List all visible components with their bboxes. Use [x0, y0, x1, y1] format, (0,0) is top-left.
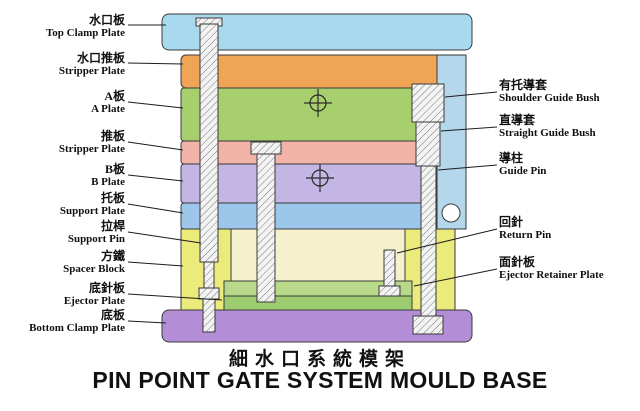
- leader-line: [444, 91, 498, 98]
- label-straight-guide-bush-en: Straight Guide Bush: [499, 127, 596, 139]
- label-ejector-retainer-plate-cn: 面針板: [499, 255, 536, 269]
- label-bottom-clamp-plate-cn: 底板: [100, 308, 125, 322]
- leader-line: [127, 101, 184, 109]
- guide-pin-nut: [412, 315, 444, 335]
- label-ejector-plate: 底針板 Ejector Plate: [0, 282, 125, 308]
- label-straight-guide-bush: 直導套 Straight Guide Bush: [499, 114, 639, 140]
- support-pin-tip: [203, 261, 215, 291]
- label-guide-pin-en: Guide Pin: [499, 165, 547, 177]
- label-shoulder-guide-bush: 有托導套 Shoulder Guide Bush: [499, 79, 639, 105]
- label-ejector-retainer-plate: 面針板 Ejector Retainer Plate: [499, 256, 639, 282]
- label-a-plate-cn: A板: [104, 89, 125, 103]
- center-guide-pin: [250, 141, 282, 303]
- mould-section-diagram: [127, 13, 498, 343]
- crosshair-symbols: [304, 89, 334, 192]
- label-spacer-block-en: Spacer Block: [63, 263, 125, 275]
- label-ejector-plate-en: Ejector Plate: [63, 295, 125, 307]
- label-stripper-plate-top: 水口推板 Stripper Plate: [0, 52, 125, 78]
- leader-line: [127, 62, 184, 65]
- leader-line: [413, 268, 498, 287]
- label-return-pin: 回針 Return Pin: [499, 216, 639, 242]
- label-support-pin-cn: 拉桿: [100, 219, 125, 233]
- leader-line: [127, 231, 202, 244]
- return-pin-shaft: [383, 249, 396, 287]
- leader-line: [127, 293, 223, 301]
- label-top-clamp-plate-cn: 水口板: [88, 13, 125, 27]
- label-guide-pin-cn: 導柱: [499, 151, 524, 165]
- label-stripper-plate-mid: 推板 Stripper Plate: [0, 130, 125, 156]
- leader-line: [437, 164, 498, 171]
- return-pin: [378, 249, 401, 297]
- guide-bush-assembly: [411, 83, 445, 335]
- leader-line: [127, 141, 184, 151]
- leader-line: [127, 203, 184, 214]
- leader-line: [127, 174, 184, 182]
- label-stripper-plate-mid-en: Stripper Plate: [58, 143, 125, 155]
- label-return-pin-cn: 回針: [499, 215, 524, 229]
- label-support-pin-en: Support Pin: [67, 233, 125, 245]
- plate-stripper-top: [180, 54, 456, 89]
- label-stripper-plate-top-en: Stripper Plate: [58, 65, 125, 77]
- support-pin: [195, 17, 223, 333]
- label-bottom-clamp-plate: 底板 Bottom Clamp Plate: [0, 309, 125, 335]
- plate-stripper-mid: [180, 140, 456, 165]
- label-spacer-block-cn: 方鐵: [100, 249, 125, 263]
- label-spacer-block: 方鐵 Spacer Block: [0, 250, 125, 276]
- label-top-clamp-plate-en: Top Clamp Plate: [45, 27, 125, 39]
- puller-stem: [202, 298, 216, 333]
- label-support-plate-en: Support Plate: [59, 205, 125, 217]
- leader-line: [396, 228, 498, 254]
- label-b-plate: B板 B Plate: [0, 163, 125, 189]
- plate-ejector: [223, 295, 413, 311]
- support-pin-shaft: [199, 23, 219, 263]
- leader-line: [127, 261, 184, 267]
- return-pin-head: [378, 285, 401, 297]
- plate-bottom-clamp: [161, 309, 473, 343]
- guide-pin-shaft: [256, 153, 276, 303]
- label-return-pin-en: Return Pin: [499, 229, 552, 241]
- straight-guide-bush: [415, 121, 441, 167]
- guide-pin-head: [250, 141, 282, 155]
- label-support-plate: 托板 Support Plate: [0, 192, 125, 218]
- title-chinese: 細水口系統模架: [228, 349, 411, 370]
- label-a-plate-en: A Plate: [91, 103, 125, 115]
- label-ejector-plate-cn: 底針板: [88, 281, 125, 295]
- shoulder-guide-bush: [411, 83, 445, 123]
- leader-line: [440, 126, 498, 132]
- label-ejector-retainer-plate-en: Ejector Retainer Plate: [499, 269, 604, 281]
- leader-line: [127, 320, 167, 324]
- label-straight-guide-bush-cn: 直導套: [499, 113, 536, 127]
- label-bottom-clamp-plate-en: Bottom Clamp Plate: [29, 322, 125, 334]
- label-top-clamp-plate: 水口板 Top Clamp Plate: [0, 14, 125, 40]
- label-shoulder-guide-bush-cn: 有托導套: [499, 78, 548, 92]
- plate-top-clamp: [161, 13, 473, 51]
- label-support-plate-cn: 托板: [100, 191, 125, 205]
- leader-lines: [127, 24, 498, 324]
- label-stripper-plate-top-cn: 水口推板: [76, 51, 125, 65]
- title-english: PIN POINT GATE SYSTEM MOULD BASE: [92, 367, 548, 393]
- label-guide-pin: 導柱 Guide Pin: [499, 152, 639, 178]
- label-b-plate-en: B Plate: [91, 176, 125, 188]
- plate-support: [180, 202, 456, 230]
- label-support-pin: 拉桿 Support Pin: [0, 220, 125, 246]
- housing-bore: [441, 203, 461, 223]
- label-a-plate: A板 A Plate: [0, 90, 125, 116]
- label-shoulder-guide-bush-en: Shoulder Guide Bush: [499, 92, 600, 104]
- label-b-plate-cn: B板: [104, 162, 125, 176]
- label-stripper-plate-mid-cn: 推板: [100, 129, 125, 143]
- puller-catch: [198, 287, 220, 300]
- guide-bush-housing: [436, 54, 467, 230]
